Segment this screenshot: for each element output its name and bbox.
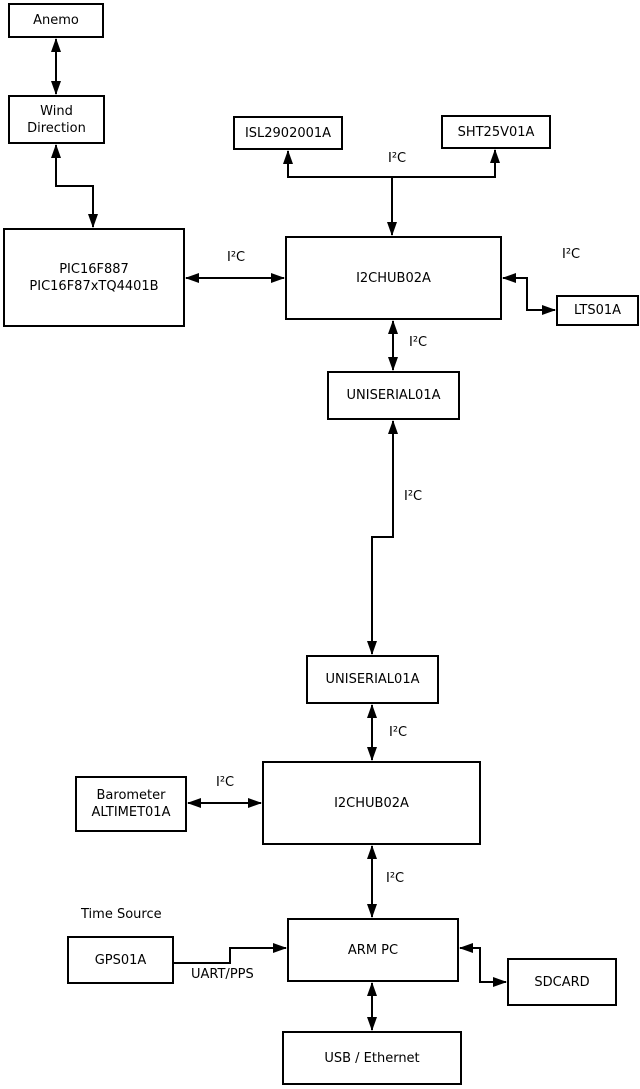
edge-label-i2c-pic-hub: I²C: [227, 250, 246, 265]
edge-label-i2c-barometer-hub2: I²C: [216, 775, 235, 790]
edge-label-uart-pps: UART/PPS: [191, 967, 254, 982]
node-isl2902001a-label: ISL2902001A: [244, 125, 332, 141]
edge-label-i2c-hub2-armpc: I²C: [386, 871, 405, 886]
node-i2chub-top-label: I2CHUB02A: [356, 270, 431, 286]
node-wind-direction: Wind Direction: [8, 95, 105, 144]
edge-wind-direction-pic: [51, 144, 98, 228]
node-isl2902001a: ISL2902001A: [233, 116, 343, 150]
time-source-label: Time Source: [81, 907, 162, 922]
node-i2chub-bottom-label: I2CHUB02A: [334, 795, 409, 811]
edge-armpc-sdcard: [459, 943, 507, 987]
node-lts01a: LTS01A: [556, 295, 639, 326]
edge-label-i2c-uniserial-uniserial: I²C: [404, 489, 423, 504]
edge-uniserial-top-uniserial-mid: [367, 420, 398, 655]
edge-gps-armpc: [174, 943, 287, 964]
node-i2chub-bottom: I2CHUB02A: [262, 761, 481, 845]
node-sdcard-label: SDCARD: [534, 974, 590, 990]
node-uniserial-mid: UNISERIAL01A: [306, 655, 439, 704]
node-uniserial-top-label: UNISERIAL01A: [346, 388, 441, 403]
node-wind-direction-label: Wind Direction: [27, 103, 86, 136]
edge-junction-sht: [392, 149, 500, 178]
node-barometer: Barometer ALTIMET01A: [75, 776, 187, 832]
node-i2chub-top: I2CHUB02A: [285, 236, 502, 320]
edge-junction-isl: [283, 150, 392, 178]
node-arm-pc: ARM PC: [287, 918, 459, 982]
node-uniserial-top: UNISERIAL01A: [327, 371, 460, 420]
edge-label-i2c-uniserial-hub2: I²C: [389, 725, 408, 740]
node-usb-ethernet-label: USB / Ethernet: [324, 1050, 420, 1066]
node-anemo-label: Anemo: [33, 13, 79, 28]
node-uniserial-mid-label: UNISERIAL01A: [325, 672, 420, 687]
node-anemo: Anemo: [8, 3, 104, 38]
edge-i2chub-top-lts: [502, 273, 556, 315]
node-usb-ethernet: USB / Ethernet: [282, 1031, 462, 1085]
node-gps01a: GPS01A: [67, 936, 174, 984]
node-sdcard: SDCARD: [507, 958, 617, 1006]
node-sht25v01a: SHT25V01A: [441, 115, 551, 149]
edge-label-i2c-hub-lts: I²C: [562, 247, 581, 262]
node-pic-label: PIC16F887 PIC16F87xTQ4401B: [29, 261, 159, 294]
node-sht25v01a-label: SHT25V01A: [457, 124, 535, 140]
node-barometer-label: Barometer ALTIMET01A: [91, 788, 171, 820]
edge-label-i2c-hub-sensors: I²C: [388, 151, 407, 166]
node-pic: PIC16F887 PIC16F87xTQ4401B: [3, 228, 185, 327]
node-gps01a-label: GPS01A: [94, 952, 147, 968]
node-arm-pc-label: ARM PC: [347, 942, 399, 958]
edge-label-i2c-hub-uniserial: I²C: [409, 335, 428, 350]
node-lts01a-label: LTS01A: [573, 303, 622, 318]
